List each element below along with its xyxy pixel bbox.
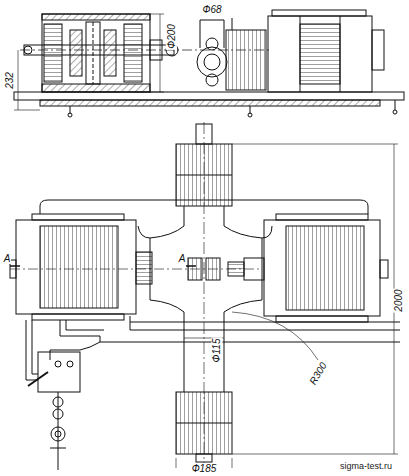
diameter-dimension: Ф68 [201, 4, 222, 15]
radius-dimension: R300 [307, 359, 329, 387]
section-mark: А [3, 253, 12, 264]
diameter-dimension: Ф200 [165, 23, 176, 50]
height-dimension: 232 [4, 71, 15, 90]
watermark: sigma-test.ru [339, 461, 393, 472]
diameter-dimension: Ф115 [212, 337, 223, 363]
diameter-dimension: Ф185 [191, 463, 218, 474]
length-dimension: 2000 [393, 288, 404, 312]
section-mark: А [178, 253, 187, 264]
